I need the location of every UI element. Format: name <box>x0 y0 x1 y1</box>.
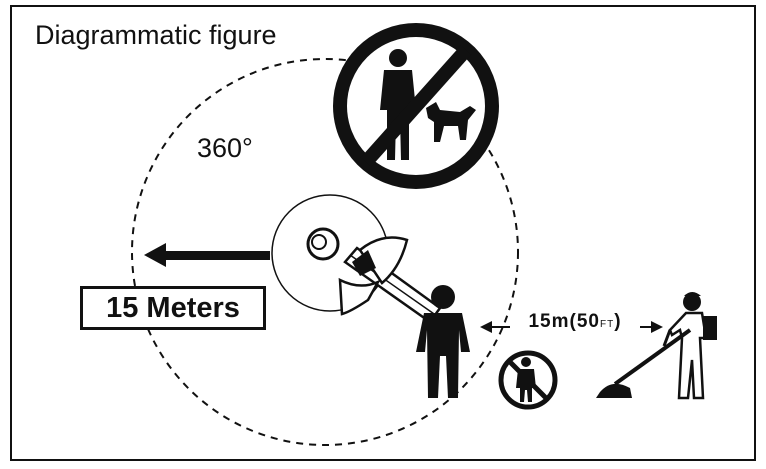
distance-paren-close: ) <box>614 311 622 332</box>
operator-with-trimmer-icon <box>596 292 717 400</box>
trimmer-head-icon <box>271 194 442 324</box>
operator-distance-label: 15m(50FT) <box>510 311 640 333</box>
no-people-or-pets-icon <box>333 23 499 189</box>
rotation-label: 360° <box>197 133 253 163</box>
figure-title: Diagrammatic figure <box>35 20 277 50</box>
bystander-figure-icon <box>416 285 470 398</box>
thrown-debris-arrow-icon <box>144 243 270 267</box>
safety-distance-label: 15 Meters <box>106 291 240 324</box>
distance-meters: 15m <box>528 311 570 332</box>
small-no-people-icon <box>498 350 558 410</box>
distance-feet-unit: FT <box>599 319 615 330</box>
distance-feet: 50 <box>576 311 600 332</box>
safety-radius-circle <box>131 58 519 446</box>
safety-distance-box: 15 Meters <box>80 286 266 330</box>
distance-paren-open: ( <box>569 311 577 332</box>
